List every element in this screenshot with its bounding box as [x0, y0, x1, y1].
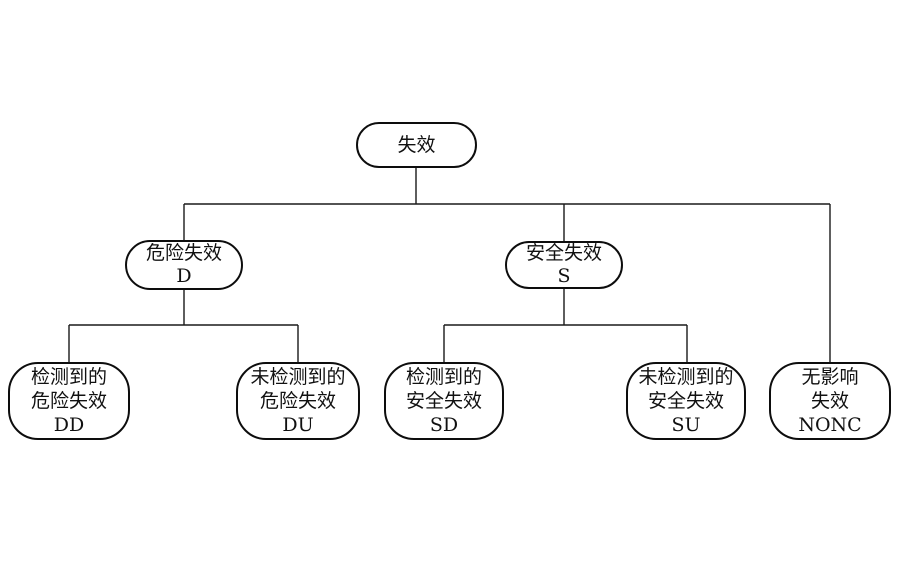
node-dangerous-failure-code: D [176, 265, 192, 287]
node-undetected-safe-line1: 未检测到的 [638, 366, 734, 388]
node-undetected-dangerous-line2: 危险失效 [259, 390, 336, 412]
node-no-effect-line1: 无影响 [801, 366, 859, 388]
node-no-effect-line2: 失效 [810, 390, 849, 412]
node-failure-root: 失效 [356, 122, 477, 168]
node-no-effect-code: NONC [798, 414, 862, 436]
edge-root-stem-and-level1-bar [184, 168, 830, 205]
node-undetected-safe-failure: 未检测到的 安全失效 SU [626, 362, 746, 440]
node-undetected-dangerous-failure: 未检测到的 危险失效 DU [236, 362, 360, 440]
node-undetected-dangerous-code: DU [282, 414, 314, 436]
node-safe-failure: 安全失效 S [505, 241, 623, 289]
node-detected-safe-failure: 检测到的 安全失效 SD [384, 362, 504, 440]
node-safe-failure-code: S [557, 265, 571, 287]
node-undetected-dangerous-line1: 未检测到的 [250, 366, 346, 388]
node-detected-safe-line2: 安全失效 [405, 390, 482, 412]
node-failure-root-label: 失效 [397, 133, 436, 156]
node-undetected-safe-line2: 安全失效 [647, 390, 724, 412]
node-no-effect-failure: 无影响 失效 NONC [769, 362, 891, 440]
node-undetected-safe-code: SU [671, 414, 701, 436]
edge-dangerous-subtree [68, 290, 299, 362]
node-detected-dangerous-line1: 检测到的 [30, 366, 107, 388]
edge-safe-subtree [443, 289, 688, 362]
node-detected-dangerous-code: DD [53, 414, 85, 436]
node-detected-dangerous-line2: 危险失效 [30, 390, 107, 412]
node-dangerous-failure-label: 危险失效 [145, 242, 222, 264]
node-safe-failure-label: 安全失效 [525, 242, 602, 264]
node-dangerous-failure: 危险失效 D [125, 240, 243, 290]
node-detected-safe-code: SD [429, 414, 459, 436]
node-detected-dangerous-failure: 检测到的 危险失效 DD [8, 362, 130, 440]
node-detected-safe-line1: 检测到的 [405, 366, 482, 388]
